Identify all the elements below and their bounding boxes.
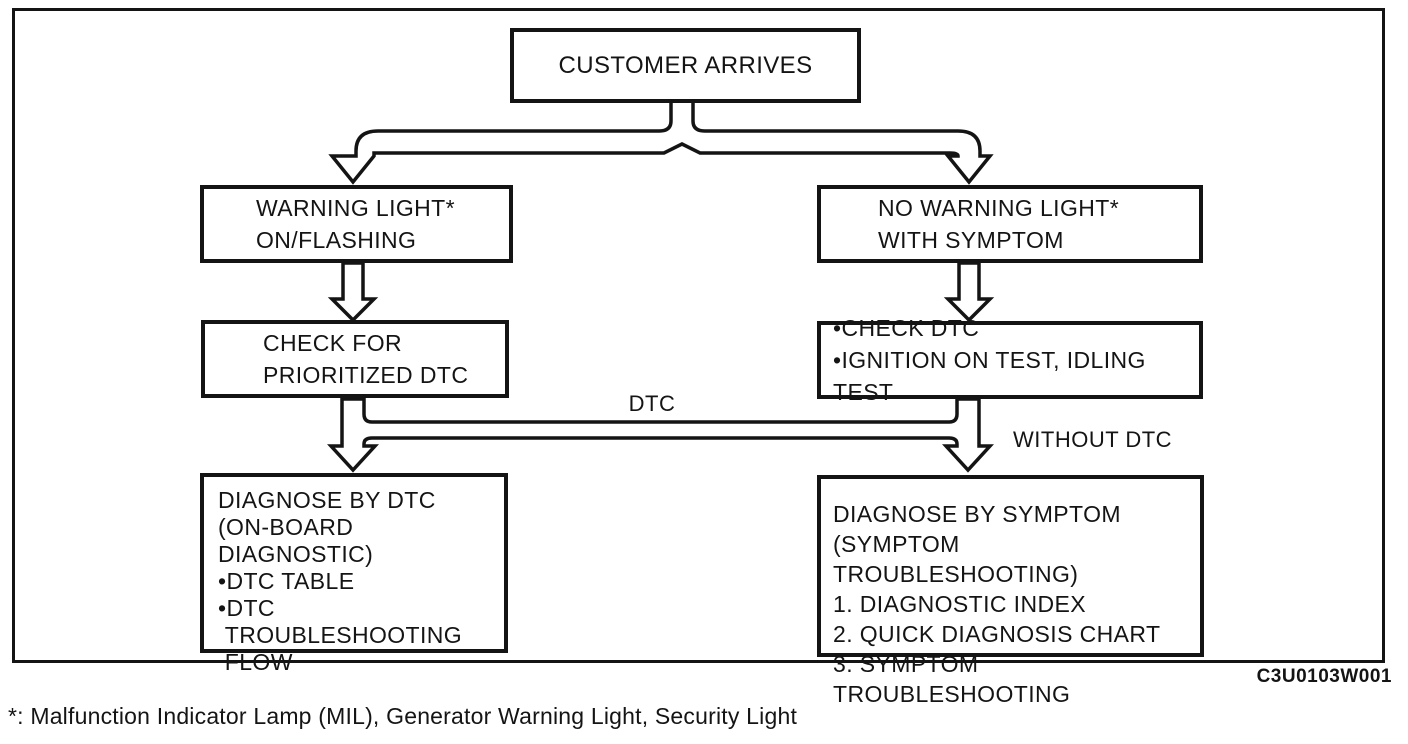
node-diagnose-by-symptom: DIAGNOSE BY SYMPTOM (SYMPTOM TROUBLESHOO…	[817, 475, 1204, 707]
arrow-nowarning-to-checkdtc	[943, 261, 995, 323]
footnote-warning-light-definition: *: Malfunction Indicator Lamp (MIL), Gen…	[8, 703, 798, 729]
node-warning-light-on-flashing: WARNING LIGHT* ON/FLASHING	[200, 185, 513, 263]
node-diagnose-by-dtc: DIAGNOSE BY DTC (ON-BOARD DIAGNOSTIC) •D…	[200, 473, 508, 675]
node-check-for-prioritized-dtc: CHECK FOR PRIORITIZED DTC	[201, 320, 509, 398]
node-check-dtc-ignition-idling-test: •CHECK DTC •IGNITION ON TEST, IDLING TES…	[817, 315, 1203, 405]
edge-label-without-dtc: WITHOUT DTC	[1013, 427, 1173, 452]
node-no-warning-light-with-symptom: NO WARNING LIGHT* WITH SYMPTOM	[817, 185, 1203, 263]
edge-label-dtc: DTC	[628, 391, 676, 416]
node-customer-arrives: CUSTOMER ARRIVES	[510, 28, 861, 103]
arrow-warning-to-check	[327, 261, 379, 323]
arrow-dtc-crossover	[327, 397, 994, 473]
figure-code: C3U0103W001	[1256, 666, 1392, 687]
branch-split-arrow	[328, 98, 994, 185]
